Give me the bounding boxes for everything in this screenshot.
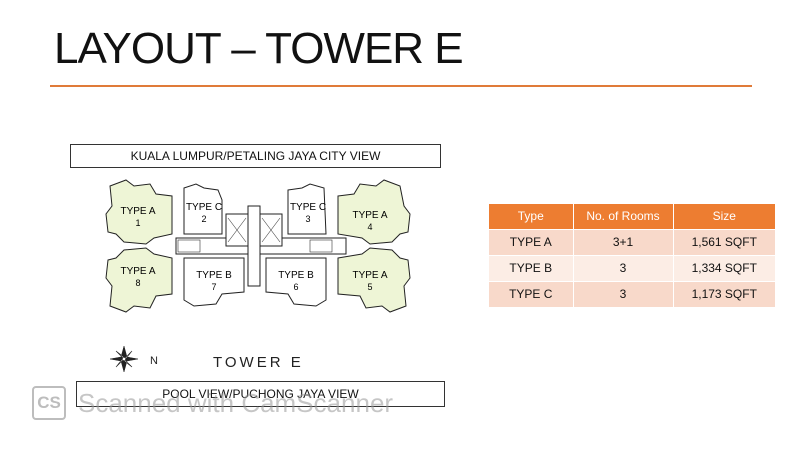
unit-4-number: 4	[367, 222, 372, 232]
floor-plan: TYPE A 1 TYPE C 2 TYPE C 3 TYPE A 4 TYPE…	[105, 179, 411, 313]
unit-2-number: 2	[201, 214, 206, 224]
unit-3-type: TYPE C	[290, 202, 326, 213]
page-title: LAYOUT – TOWER E	[54, 24, 464, 73]
unit-7-number: 7	[211, 282, 216, 292]
unit-7-shape	[183, 257, 245, 307]
cell-rooms: 3+1	[573, 228, 674, 255]
unit-5-type: TYPE A	[352, 270, 387, 281]
cell-type: TYPE A	[489, 228, 574, 255]
cell-size: 1,561 SQFT	[673, 228, 775, 255]
table-header-row: Type No. of Rooms Size	[489, 204, 775, 229]
header-rooms: No. of Rooms	[573, 204, 674, 229]
compass-north-letter: N	[150, 355, 158, 367]
cell-type: TYPE B	[489, 254, 574, 281]
unit-7-type: TYPE B	[196, 270, 232, 281]
stair-left	[177, 239, 201, 253]
cell-rooms: 3	[573, 280, 674, 307]
unit-6-type: TYPE B	[278, 270, 314, 281]
header-size: Size	[673, 204, 775, 229]
watermark-text: Scanned with CamScanner	[78, 387, 394, 418]
stair-right	[309, 239, 333, 253]
top-view-label: KUALA LUMPUR/PETALING JAYA CITY VIEW	[70, 144, 441, 168]
bottom-view-label: POOL VIEW/PUCHONG JAYA VIEW	[76, 381, 445, 407]
table-row: TYPE A 3+1 1,561 SQFT	[489, 228, 775, 255]
unit-4-shape	[337, 179, 411, 245]
unit-2-shape	[183, 183, 223, 235]
lift-shafts	[227, 217, 281, 243]
unit-8-shape	[105, 247, 173, 313]
unit-1-shape	[105, 179, 173, 245]
unit-1-type: TYPE A	[120, 206, 155, 217]
table-row: TYPE B 3 1,334 SQFT	[489, 254, 775, 281]
unit-5-shape	[337, 247, 411, 313]
camscanner-logo-icon: CS	[32, 386, 66, 420]
unit-8-number: 8	[135, 278, 140, 288]
compass-icon: N	[109, 345, 158, 373]
title-divider	[50, 85, 752, 87]
unit-3-shape	[287, 183, 327, 235]
table-row: TYPE C 3 1,173 SQFT	[489, 280, 775, 307]
header-type: Type	[489, 204, 574, 229]
unit-table: Type No. of Rooms Size TYPE A 3+1 1,561 …	[489, 204, 775, 307]
cell-size: 1,334 SQFT	[673, 254, 775, 281]
unit-5-number: 5	[367, 282, 372, 292]
camscanner-watermark: CS Scanned with CamScanner	[32, 386, 393, 420]
central-spine	[247, 205, 261, 287]
cell-size: 1,173 SQFT	[673, 280, 775, 307]
unit-3-number: 3	[305, 214, 310, 224]
tower-label: TOWER E	[213, 354, 304, 371]
unit-2-type: TYPE C	[186, 202, 222, 213]
unit-4-type: TYPE A	[352, 210, 387, 221]
unit-8-type: TYPE A	[120, 266, 155, 277]
unit-6-shape	[265, 257, 327, 307]
unit-1-number: 1	[135, 218, 140, 228]
cell-rooms: 3	[573, 254, 674, 281]
cell-type: TYPE C	[489, 280, 574, 307]
unit-6-number: 6	[293, 282, 298, 292]
